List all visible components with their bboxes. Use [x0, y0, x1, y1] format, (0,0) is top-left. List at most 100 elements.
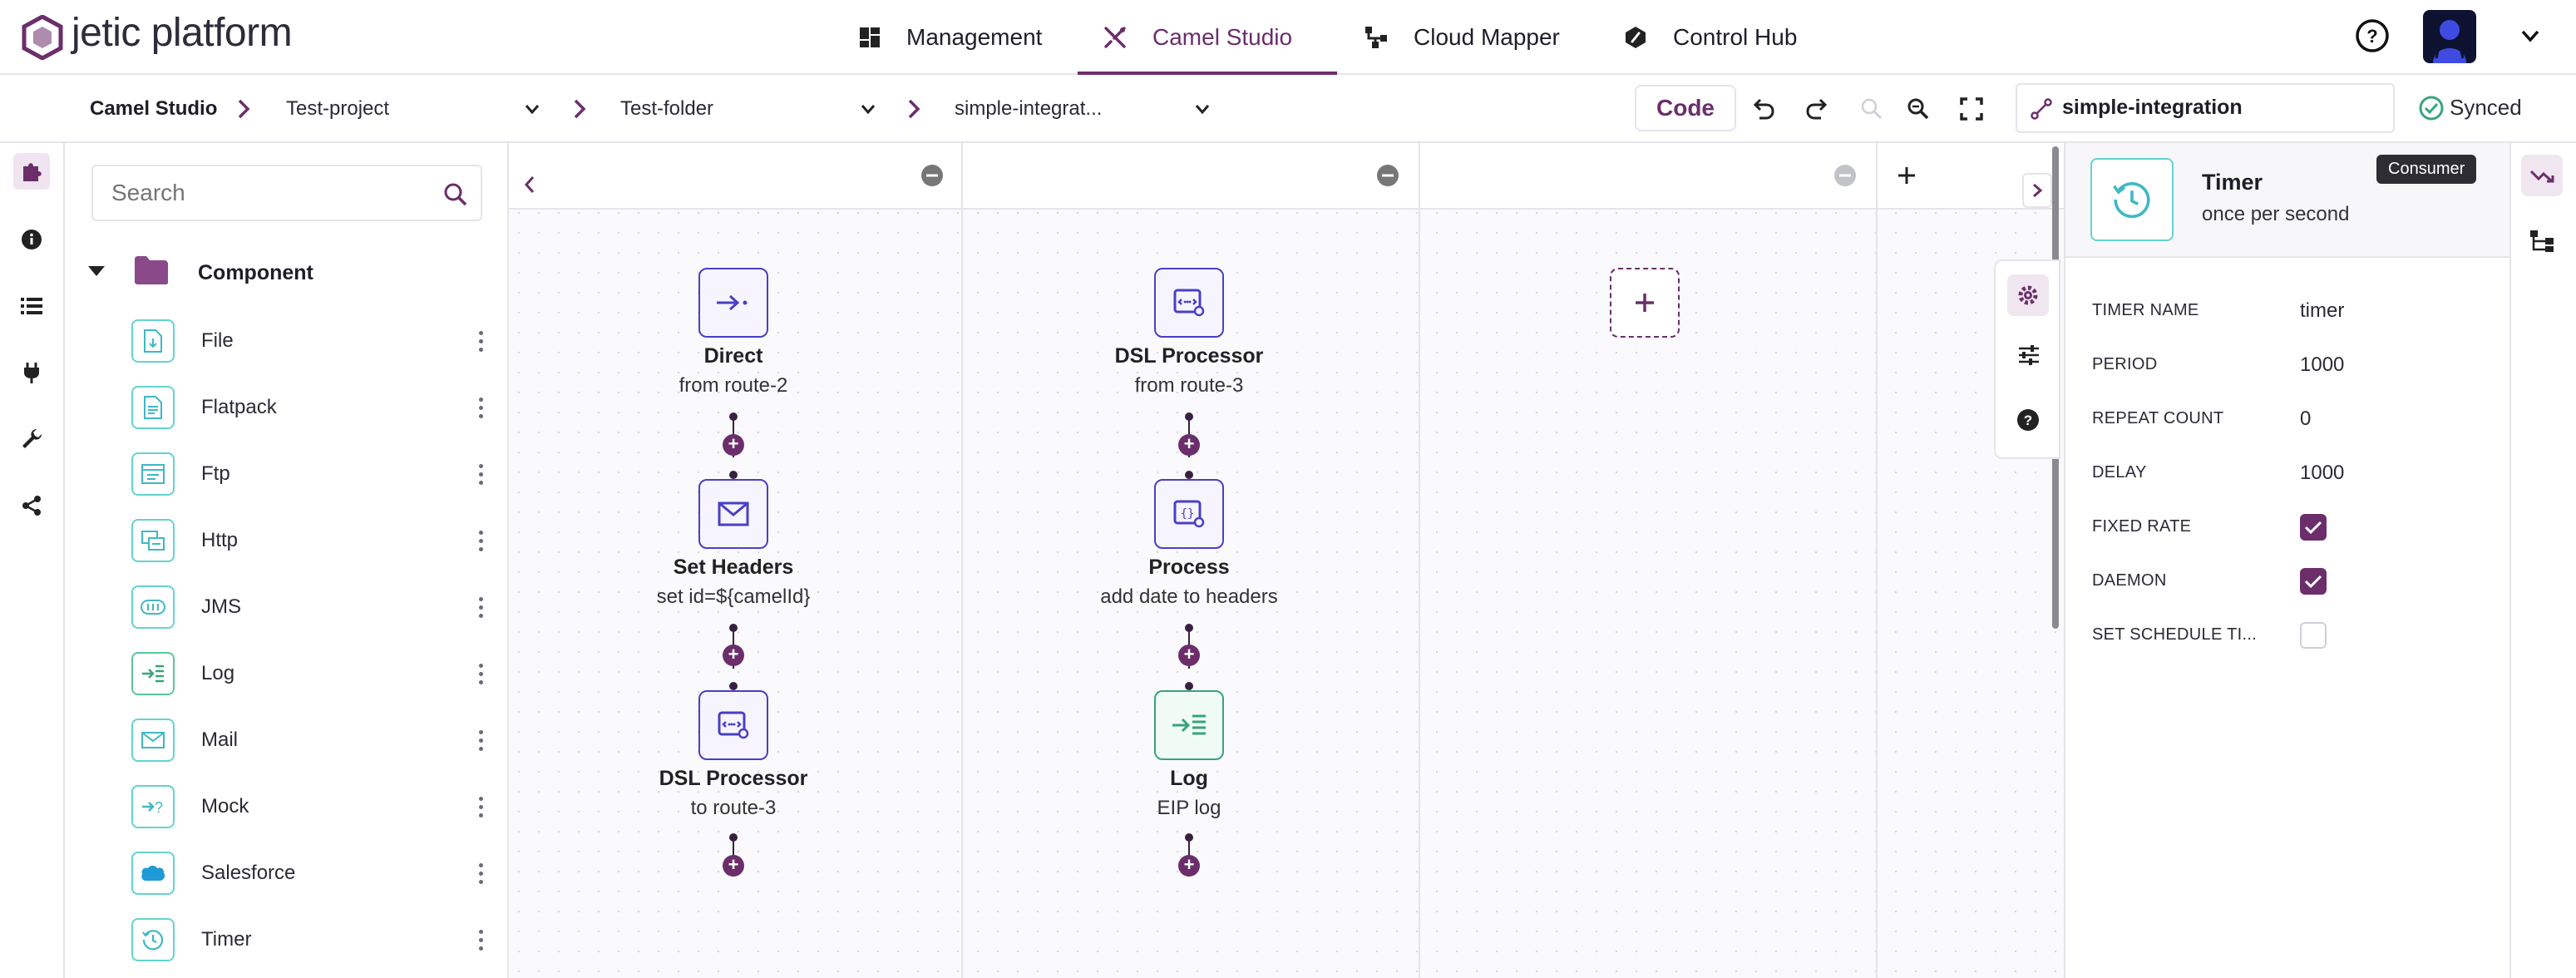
- account-menu-chevron-icon[interactable]: [2519, 25, 2541, 47]
- mock-icon: ?: [131, 785, 175, 828]
- route-node[interactable]: [1154, 690, 1224, 760]
- add-first-step-button[interactable]: [1610, 268, 1680, 338]
- component-item-salesforce[interactable]: Salesforce: [131, 850, 489, 896]
- puzzle-icon[interactable]: [13, 153, 50, 190]
- route-node[interactable]: [1154, 268, 1224, 338]
- dashboard-icon: [858, 26, 906, 49]
- route-node[interactable]: {}: [1154, 479, 1224, 549]
- route-canvas[interactable]: Direct from route-2 + Set Headers set id…: [509, 143, 2064, 978]
- remove-route-icon[interactable]: [920, 163, 945, 188]
- info-icon[interactable]: [13, 221, 50, 258]
- redo-icon[interactable]: [1804, 96, 1829, 121]
- daemon-checkbox[interactable]: [2300, 568, 2327, 595]
- help-circle-icon[interactable]: ?: [2016, 408, 2041, 432]
- route-node[interactable]: [698, 268, 768, 338]
- component-item-http[interactable]: Http: [131, 517, 489, 564]
- plug-icon[interactable]: [13, 354, 50, 391]
- share-icon[interactable]: [13, 487, 50, 524]
- nav-item-management[interactable]: Management: [858, 0, 1042, 75]
- add-step-icon[interactable]: +: [723, 434, 744, 456]
- fullscreen-icon[interactable]: [1959, 96, 1984, 121]
- integration-name-field[interactable]: simple-integration: [2016, 83, 2395, 133]
- more-options-icon[interactable]: [472, 391, 489, 424]
- component-item-log[interactable]: Log: [131, 650, 489, 697]
- search-icon[interactable]: [442, 181, 469, 208]
- search-input[interactable]: [111, 176, 427, 210]
- help-icon[interactable]: ?: [2355, 18, 2390, 53]
- trend-icon[interactable]: [2521, 155, 2563, 196]
- list-icon[interactable]: [13, 288, 50, 324]
- component-item-timer[interactable]: Timer: [131, 916, 489, 963]
- component-item-mail[interactable]: Mail: [131, 717, 489, 763]
- connector-dot: [1185, 624, 1193, 632]
- field-label: TIMER NAME: [2092, 301, 2199, 319]
- connector-dot: [1185, 412, 1193, 421]
- component-item-label: Mock: [201, 795, 249, 817]
- component-item-flatpack[interactable]: Flatpack: [131, 384, 489, 431]
- zoom-in-icon[interactable]: [1859, 96, 1884, 121]
- breadcrumb-project[interactable]: Test-project: [286, 97, 390, 120]
- more-options-icon[interactable]: [472, 524, 489, 557]
- component-item-label: Salesforce: [201, 862, 296, 884]
- add-step-icon[interactable]: +: [723, 645, 744, 666]
- svg-text:?: ?: [155, 799, 163, 816]
- remove-route-icon[interactable]: [1375, 163, 1400, 188]
- set-schedule-checkbox[interactable]: [2300, 622, 2327, 649]
- more-options-icon[interactable]: [472, 457, 489, 491]
- collapse-left-chevron-icon[interactable]: [522, 175, 537, 195]
- connector-dot: [1185, 471, 1193, 479]
- breadcrumb-root[interactable]: Camel Studio: [90, 97, 218, 120]
- mail-icon: [131, 719, 175, 762]
- hierarchy-icon[interactable]: [2529, 230, 2554, 253]
- breadcrumb-integration[interactable]: simple-integrat...: [955, 97, 1103, 120]
- more-options-icon[interactable]: [472, 590, 489, 624]
- timer-name-field[interactable]: timer: [2300, 299, 2345, 322]
- left-icon-rail: [0, 75, 65, 978]
- wrench-icon[interactable]: [13, 421, 50, 457]
- undo-icon[interactable]: [1751, 96, 1776, 121]
- sliders-icon[interactable]: [2017, 344, 2041, 366]
- period-field[interactable]: 1000: [2300, 353, 2345, 376]
- delay-field[interactable]: 1000: [2300, 462, 2345, 484]
- component-search[interactable]: [91, 165, 482, 221]
- route-node[interactable]: [698, 690, 768, 760]
- nav-item-cloud-mapper[interactable]: Cloud Mapper: [1364, 0, 1560, 75]
- code-button[interactable]: Code: [1635, 85, 1736, 131]
- add-step-icon[interactable]: +: [1178, 855, 1200, 877]
- folder-dropdown-chevron-icon[interactable]: [860, 101, 876, 116]
- nav-item-control-hub[interactable]: Control Hub: [1623, 0, 1797, 75]
- component-item-label: File: [201, 329, 234, 352]
- route-column-header: [963, 143, 1419, 210]
- route-node[interactable]: [698, 479, 768, 549]
- add-step-icon[interactable]: +: [1178, 645, 1200, 666]
- more-options-icon[interactable]: [472, 657, 489, 690]
- zoom-out-icon[interactable]: [1906, 96, 1931, 121]
- integration-dropdown-chevron-icon[interactable]: [1194, 101, 1211, 116]
- node-tools-palette: ?: [1994, 259, 2060, 459]
- group-collapse-caret-icon[interactable]: [86, 263, 106, 279]
- component-item-file[interactable]: File: [131, 318, 489, 364]
- component-item-ftp[interactable]: Ftp: [131, 451, 489, 497]
- project-dropdown-chevron-icon[interactable]: [524, 101, 540, 116]
- more-options-icon[interactable]: [472, 923, 489, 956]
- more-options-icon[interactable]: [472, 724, 489, 757]
- more-options-icon[interactable]: [472, 857, 489, 890]
- nav-item-camel-studio[interactable]: Camel Studio: [1103, 0, 1292, 75]
- add-step-icon[interactable]: +: [1178, 434, 1200, 456]
- gear-icon[interactable]: [2007, 274, 2049, 316]
- component-item-mock[interactable]: ? Mock: [131, 783, 489, 830]
- component-item-jms[interactable]: JMS: [131, 584, 489, 630]
- expand-right-chevron-icon[interactable]: [2022, 173, 2052, 208]
- add-route-icon[interactable]: [1894, 163, 1919, 188]
- add-step-icon[interactable]: +: [723, 855, 744, 877]
- node-subtitle: set id=${camelId}: [656, 585, 811, 608]
- remove-route-icon[interactable]: [1833, 163, 1858, 188]
- connector-dot: [729, 682, 738, 690]
- jetic-logo-icon[interactable]: [22, 15, 63, 60]
- repeat-count-field[interactable]: 0: [2300, 408, 2312, 430]
- breadcrumb-folder[interactable]: Test-folder: [620, 97, 714, 120]
- more-options-icon[interactable]: [472, 324, 489, 358]
- more-options-icon[interactable]: [472, 790, 489, 823]
- user-avatar[interactable]: [2423, 10, 2476, 63]
- fixed-rate-checkbox[interactable]: [2300, 514, 2327, 541]
